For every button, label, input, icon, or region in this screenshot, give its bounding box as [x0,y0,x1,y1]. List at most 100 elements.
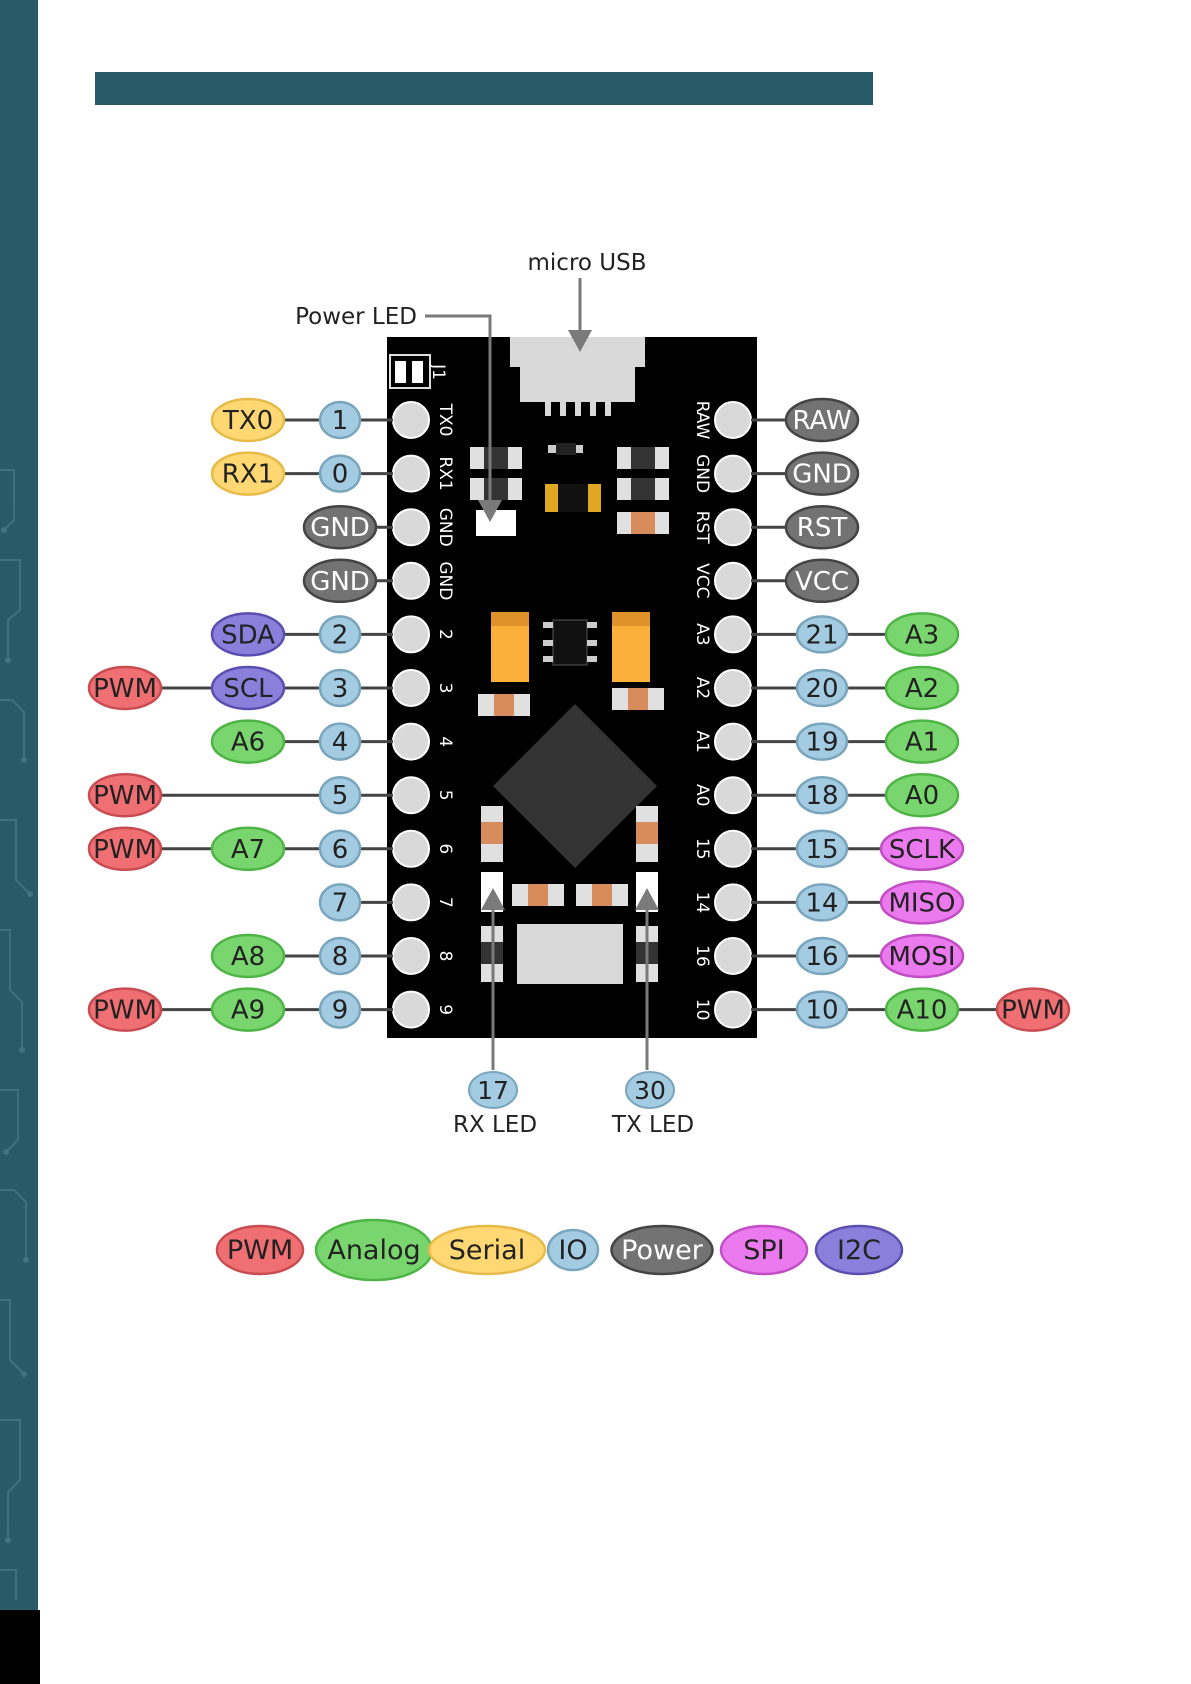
right-pin-9-spi-label: MISO [888,888,955,918]
board-label-right-8: 15 [692,838,712,860]
board-label-left-5: 3 [435,683,455,694]
right-pin-10-io-label: 16 [805,942,838,972]
legend-power-label: Power [621,1235,704,1266]
left-pin-pad-9 [393,884,429,920]
board-label-right-5: A2 [692,677,712,699]
left-pin-4-io-label: 2 [332,620,349,650]
right-pin-6-analog-label: A1 [905,728,939,758]
board-label-right-10: 16 [692,945,712,967]
left-pin-11-io-label: 9 [332,996,349,1026]
legend-serial-label: Serial [449,1235,525,1266]
board-label-left-1: RX1 [435,456,455,490]
right-pin-4-io-label: 21 [805,620,838,650]
right-pin-pad-0 [715,402,751,438]
board-label-right-9: 14 [692,892,712,914]
board-label-left-7: 5 [435,790,455,801]
rx-led-pin-number: 17 [477,1076,509,1105]
right-pin-3-power-label: VCC [795,567,849,597]
power-led-label: Power LED [295,304,417,330]
board-label-right-11: 10 [692,999,712,1021]
right-pin-pad-3 [715,563,751,599]
right-pin-5-io-label: 20 [805,674,838,704]
left-pin-1-io-label: 0 [332,460,349,490]
board-label-left-0: TX0 [435,403,455,437]
right-pin-9-io-label: 14 [805,888,838,918]
left-pin-10-io-label: 8 [332,942,349,972]
left-pin-pad-10 [393,938,429,974]
left-pin-pad-1 [393,456,429,492]
right-pin-pad-6 [715,724,751,760]
left-pin-4-i2c-label: SDA [221,620,275,650]
right-pin-pad-2 [715,509,751,545]
rx-led-label: RX LED [453,1112,537,1138]
right-pin-10-spi-label: MOSI [888,942,955,972]
crystal [517,924,623,984]
left-pin-pad-7 [393,777,429,813]
left-pin-pad-2 [393,509,429,545]
left-pin-pad-3 [393,563,429,599]
right-pin-pad-7 [715,777,751,813]
tx-led-label: TX LED [611,1112,694,1138]
tx-led-pin-number: 30 [634,1076,666,1105]
left-pin-0-serial-label: TX0 [222,406,273,436]
left-pin-11-analog-label: A9 [231,996,265,1026]
left-pin-6-io-label: 4 [332,728,349,758]
right-pin-pad-11 [715,992,751,1028]
left-pin-7-pwm-label: PWM [93,781,157,811]
board-label-right-0: RAW [692,401,712,440]
right-pin-6-io-label: 19 [805,728,838,758]
left-pin-9-io-label: 7 [332,888,349,918]
left-pin-1-serial-label: RX1 [222,460,274,490]
micro-usb-label: micro USB [528,250,647,276]
legend-io-label: IO [558,1235,587,1266]
left-pin-pad-8 [393,831,429,867]
left-pin-11-pwm-label: PWM [93,996,157,1026]
left-pin-pad-6 [393,724,429,760]
board-label-left-9: 7 [435,897,455,908]
left-pin-5-i2c-label: SCL [223,674,273,704]
right-pin-pad-10 [715,938,751,974]
board-label-right-2: RST [692,511,712,545]
left-pin-10-analog-label: A8 [231,942,265,972]
board-label-left-6: 4 [435,736,455,747]
left-pin-pad-4 [393,616,429,652]
left-pin-8-analog-label: A7 [231,835,265,865]
board-label-right-7: A0 [692,784,712,806]
board-label-right-3: VCC [692,563,712,598]
legend-i2c-label: I2C [837,1235,881,1266]
right-pin-8-spi-label: SCLK [889,835,956,865]
board-label-right-6: A1 [692,730,712,752]
board-label-left-3: GND [435,561,455,600]
right-pin-11-analog-label: A10 [897,996,948,1026]
left-pin-2-power-label: GND [310,513,370,543]
right-pin-0-power-label: RAW [792,406,851,436]
right-pin-8-io-label: 15 [805,835,838,865]
left-pin-7-io-label: 5 [332,781,349,811]
legend-spi-label: SPI [743,1235,784,1266]
right-pin-7-analog-label: A0 [905,781,939,811]
right-pin-5-analog-label: A2 [905,674,939,704]
right-pin-pad-8 [715,831,751,867]
right-pin-4-analog-label: A3 [905,620,939,650]
left-pin-6-analog-label: A6 [231,728,265,758]
right-pin-pad-5 [715,670,751,706]
left-pin-8-pwm-label: PWM [93,835,157,865]
right-pin-pad-4 [715,616,751,652]
left-pin-5-pwm-label: PWM [93,674,157,704]
left-pin-pad-0 [393,402,429,438]
left-pin-pad-11 [393,992,429,1028]
left-pin-3-power-label: GND [310,567,370,597]
right-pin-pad-1 [715,456,751,492]
left-pin-pad-5 [393,670,429,706]
power-led [476,510,516,536]
board-label-right-4: A3 [692,623,712,645]
left-pin-8-io-label: 6 [332,835,349,865]
board-label-left-8: 6 [435,843,455,854]
right-pin-2-power-label: RST [797,513,848,543]
left-pin-5-io-label: 3 [332,674,349,704]
right-pin-11-io-label: 10 [805,996,838,1026]
right-pin-7-io-label: 18 [805,781,838,811]
board-label-left-10: 8 [435,951,455,962]
left-pin-0-io-label: 1 [332,406,349,436]
right-pin-11-pwm-label: PWM [1001,996,1065,1026]
